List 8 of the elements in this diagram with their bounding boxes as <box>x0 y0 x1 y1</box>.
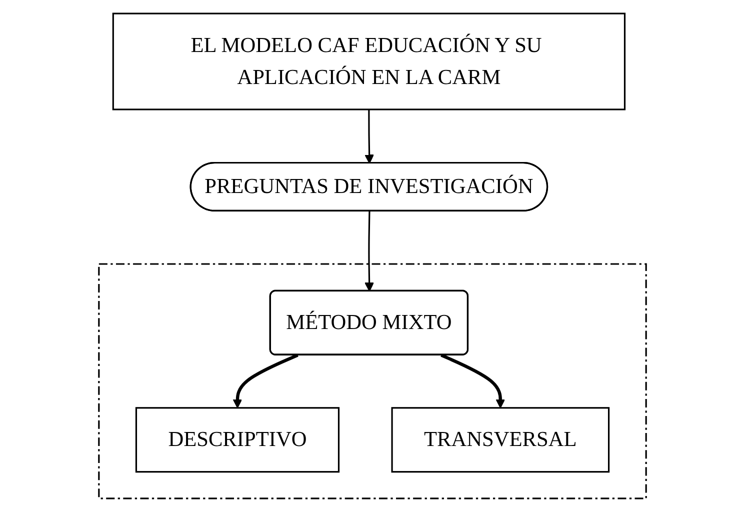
arrow <box>364 109 374 164</box>
cluster <box>98 263 647 500</box>
arrow <box>364 211 374 292</box>
arrow <box>440 354 506 408</box>
arrow <box>232 354 298 408</box>
node-box: DESCRIPTIVO <box>135 407 340 473</box>
node-box: TRANSVERSAL <box>391 407 610 473</box>
node-box: EL MODELO CAF EDUCACIÓN Y SU APLICACIÓN EN LA CARM <box>112 12 626 110</box>
